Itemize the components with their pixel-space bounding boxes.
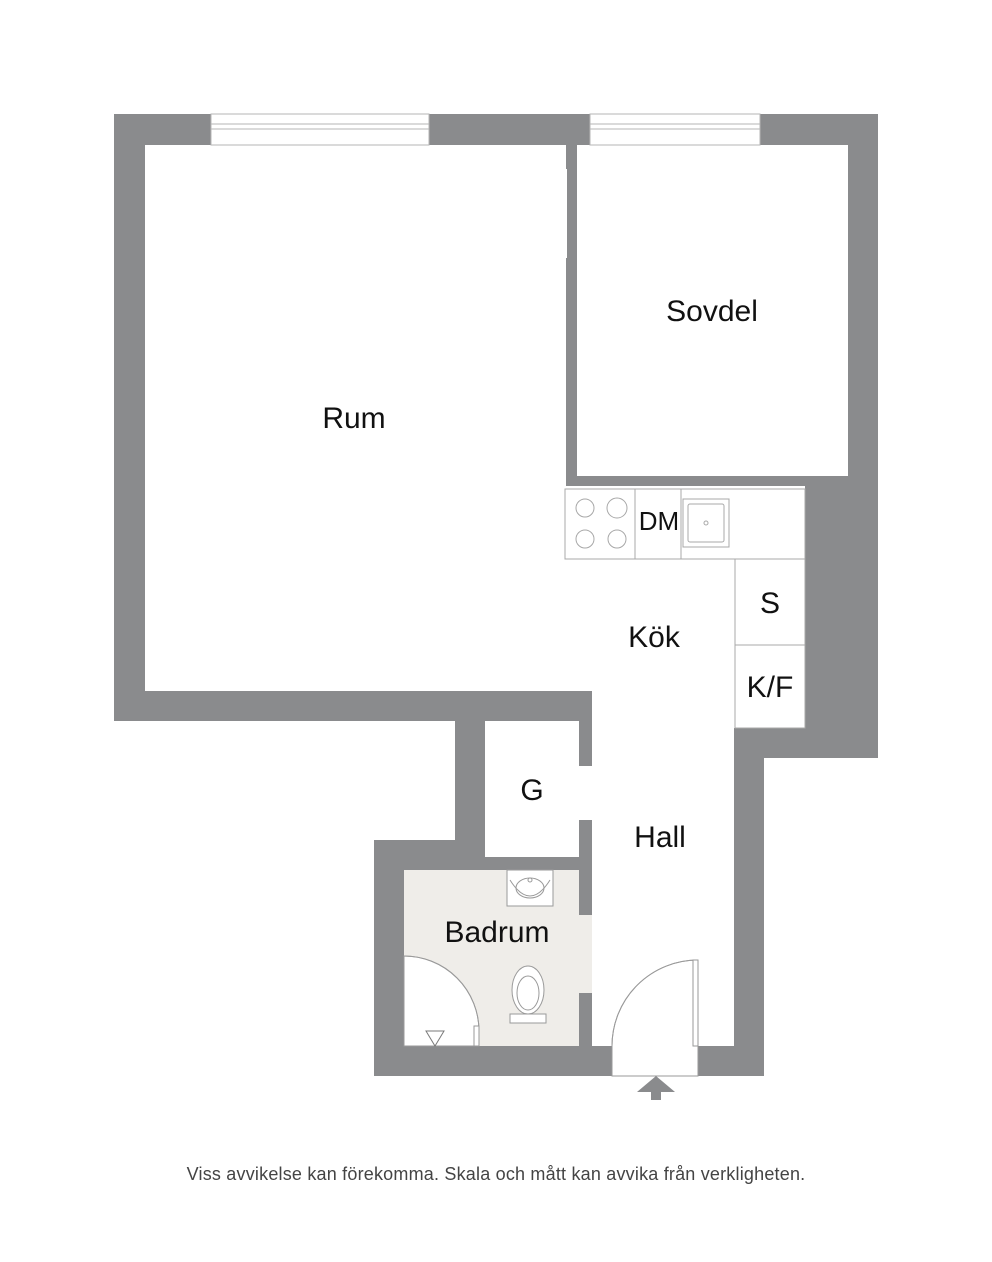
label-s: S <box>760 587 780 620</box>
opening-g-hall <box>579 766 593 820</box>
entrance-arrow-icon <box>637 1076 675 1100</box>
label-badrum: Badrum <box>444 916 549 949</box>
sink-icon <box>506 869 554 907</box>
cabinet-kf <box>734 644 806 729</box>
floor-sovdel <box>577 145 848 476</box>
label-rum: Rum <box>322 402 385 435</box>
badrum-door <box>403 955 480 1047</box>
wall-rum-bottom-right <box>567 691 592 721</box>
partition-rum-sovdel <box>566 258 577 486</box>
wall-g-badrum <box>485 857 592 870</box>
cabinets <box>734 558 806 729</box>
badrum-area <box>403 869 592 1047</box>
disclaimer-text: Viss avvikelse kan förekomma. Skala och … <box>186 1164 806 1184</box>
floor-drain-icon <box>425 1030 445 1047</box>
label-sovdel: Sovdel <box>666 295 758 328</box>
stove-burners-icon <box>575 497 628 549</box>
cabinet-s <box>734 558 806 646</box>
entrance-door <box>611 959 699 1077</box>
badrum-door-jamb <box>579 915 592 993</box>
label-kok: Kök <box>628 621 681 654</box>
windows <box>210 113 761 146</box>
wall-g-hall-upper <box>579 721 592 766</box>
kitchen-counter <box>564 488 806 560</box>
floor-rum <box>145 145 567 691</box>
toilet-icon <box>509 965 547 1024</box>
floor-g <box>485 721 579 857</box>
label-g: G <box>520 774 543 807</box>
kitchen-sink-icon <box>682 498 730 548</box>
partition-sovdel-bottom <box>566 476 848 486</box>
label-kf: K/F <box>747 671 794 704</box>
stove <box>564 488 636 560</box>
label-dm: DM <box>639 506 679 536</box>
floor-kok-hall <box>592 486 734 1046</box>
interior-walls <box>485 145 848 870</box>
partition-rum-sovdel-top <box>566 145 577 169</box>
label-hall: Hall <box>634 821 686 854</box>
